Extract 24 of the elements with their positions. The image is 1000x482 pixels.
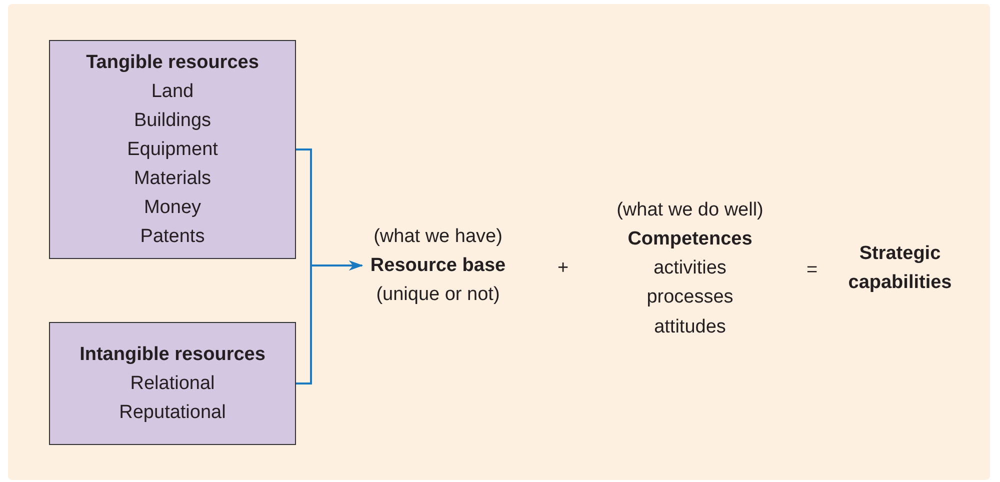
label-text: Competences [626,228,754,252]
heading-text: Resource base [370,254,506,278]
operator-symbol: = [805,258,819,282]
connector-arrow [296,260,363,384]
item-text: Reputational [119,401,226,425]
item-text: (unique or not) [376,283,500,307]
item-text: Equipment [127,138,218,162]
item-text: Buildings [134,109,212,133]
label-text: activities [652,256,728,280]
item-text: Materials [134,167,212,191]
label-text: attitudes [653,316,727,340]
item-text: (what we have) [374,225,502,249]
operator-symbol: + [556,256,570,280]
item-text: Relational [130,372,215,396]
heading-text: Intangible resources [80,343,266,367]
item-text: Patents [140,225,205,249]
label-text: Strategic capabilities [847,242,953,295]
label-text: (what we do well) [616,198,764,222]
label-text: processes [646,286,734,310]
heading-text: Tangible resources [86,51,259,75]
item-text: Land [151,80,194,104]
item-text: Money [144,196,202,220]
resource-box [49,40,296,259]
resource-box [49,322,296,445]
